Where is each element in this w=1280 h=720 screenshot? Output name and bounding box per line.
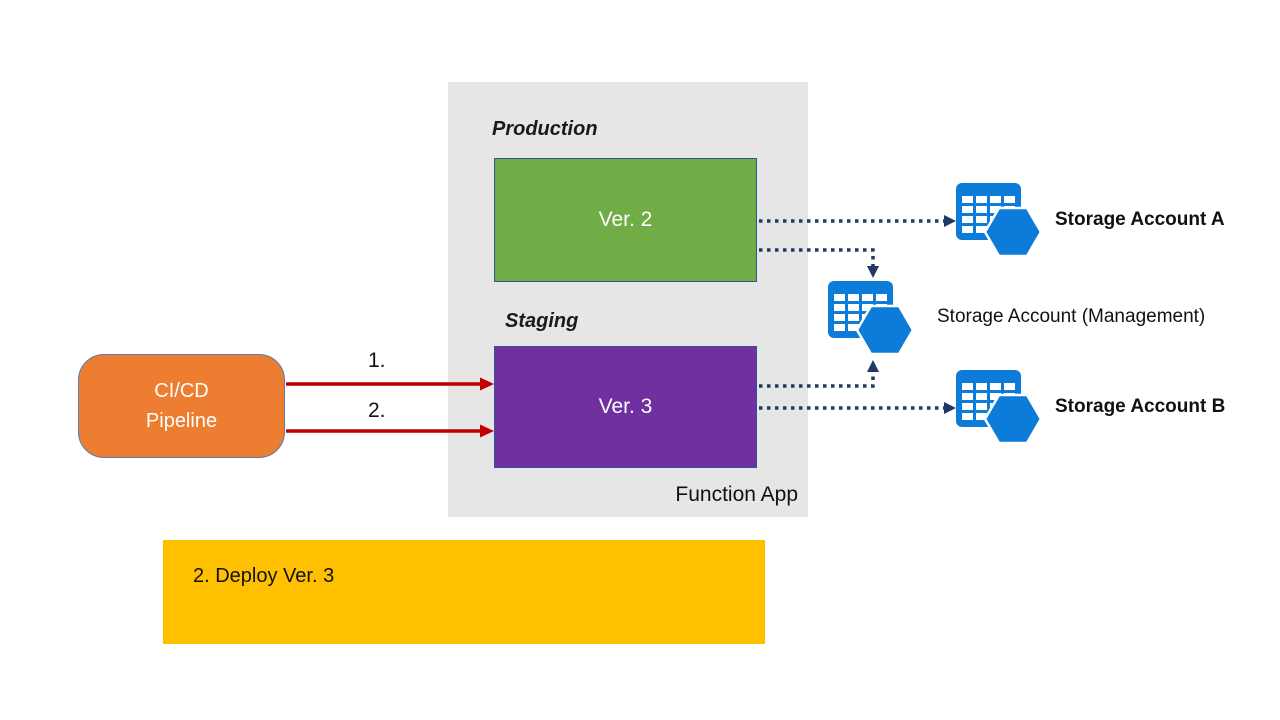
- staging-slot: Ver. 3: [494, 346, 757, 468]
- storage-account-b-label: Storage Account B: [1055, 396, 1226, 417]
- cicd-pipeline-label-line1: CI/CD: [154, 380, 209, 402]
- cicd-pipeline-label-line2: Pipeline: [145, 410, 218, 432]
- data-arrow-ver3-to-management-head: [867, 360, 879, 372]
- staging-version-label: Ver. 3: [598, 395, 653, 418]
- deploy-step1-label: 1.: [368, 349, 386, 372]
- table-storage-icon: [828, 281, 915, 356]
- function-app-label: Function App: [675, 483, 798, 506]
- storage-account-a-label: Storage Account A: [1055, 209, 1225, 230]
- staging-label: Staging: [505, 310, 579, 332]
- deploy-step2-label: 2.: [368, 399, 386, 422]
- data-arrow-ver2-to-management-head: [867, 266, 879, 278]
- storage-account-management-label: Storage Account (Management): [937, 306, 1206, 327]
- table-storage-icon: [956, 183, 1043, 258]
- production-label: Production: [492, 118, 598, 140]
- production-version-label: Ver. 2: [598, 208, 653, 231]
- cicd-pipeline-box: CI/CD Pipeline: [78, 354, 285, 458]
- table-storage-icon: [956, 370, 1043, 445]
- deploy-note: 2. Deploy Ver. 3: [163, 540, 765, 644]
- production-slot: Ver. 2: [494, 158, 757, 282]
- deploy-note-text: 2. Deploy Ver. 3: [193, 565, 335, 587]
